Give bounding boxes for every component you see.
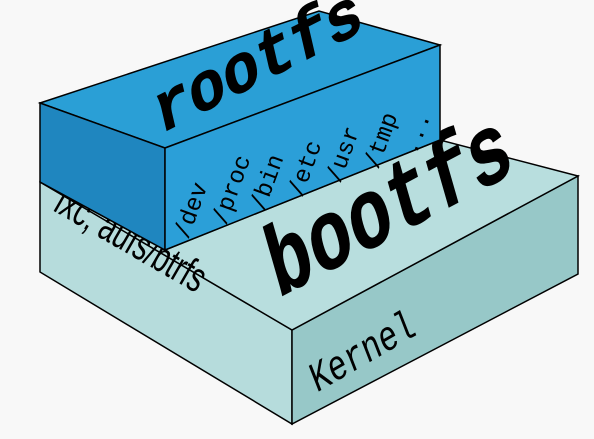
rootfs-side-face <box>164 43 441 252</box>
